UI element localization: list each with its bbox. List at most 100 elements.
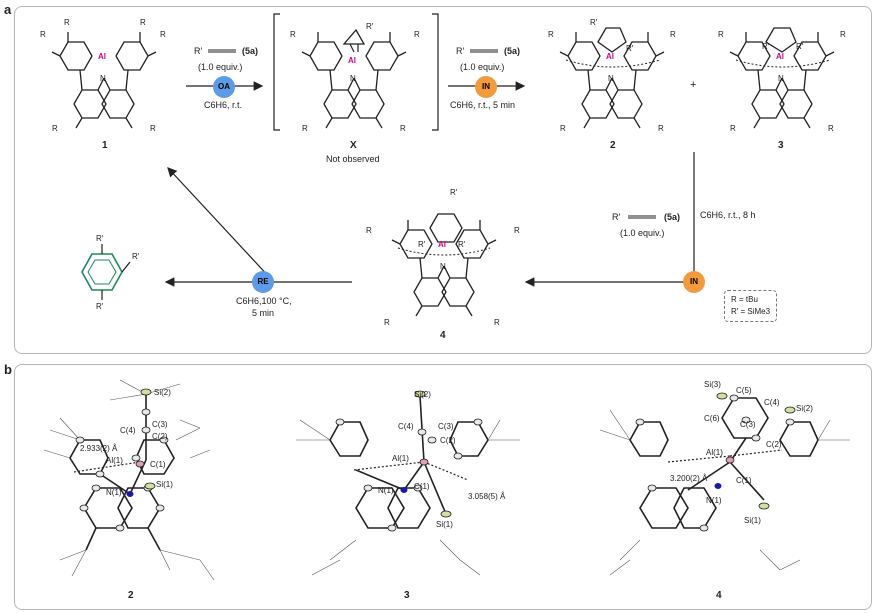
c1-al: Al	[98, 52, 106, 61]
c4-rp3: R′	[458, 240, 466, 249]
reagent-3-ref: (5a)	[664, 212, 681, 222]
s4-al1: Al(1)	[706, 448, 723, 457]
c1-r1: R	[40, 30, 46, 39]
panel-a-label: a	[4, 2, 12, 17]
s2-al1: Al(1)	[106, 456, 123, 465]
c4-r4: R	[494, 318, 500, 327]
cx-r1: R	[290, 30, 296, 39]
c2-al: Al	[606, 52, 614, 61]
reagent-2-equiv: (1.0 equiv.)	[460, 62, 505, 72]
c2-rp1: R′	[590, 18, 598, 27]
c1-r2: R	[64, 18, 70, 27]
condition-4-line1: C6H6,100 °C,	[236, 296, 292, 306]
legend-r: R = tBu	[731, 295, 758, 304]
c3-r1: R	[718, 30, 724, 39]
c4-rp1: R′	[450, 188, 458, 197]
s3-al1: Al(1)	[392, 454, 409, 463]
s2-c1: C(1)	[150, 460, 166, 469]
s3-distance: 3.058(5) Å	[468, 492, 506, 501]
s4-c3: C(3)	[740, 420, 756, 429]
c2-n: N	[608, 74, 614, 83]
badge-in-2: IN	[683, 271, 705, 293]
s3-c2: C(2)	[440, 436, 456, 445]
panel-b-label: b	[4, 362, 12, 377]
c1-r6: R	[150, 124, 156, 133]
c1-r3: R	[140, 18, 146, 27]
plus-sign: +	[690, 79, 697, 91]
s2-c2: C(2)	[152, 432, 168, 441]
label-compound-4: 4	[440, 330, 446, 341]
s2-si2: Si(2)	[154, 388, 171, 397]
badge-in-1: IN	[475, 76, 497, 98]
s3-c4: C(4)	[398, 422, 414, 431]
s3-c3: C(3)	[438, 422, 454, 431]
c3-al: Al	[776, 52, 784, 61]
c4-r3: R	[384, 318, 390, 327]
badge-oa: OA	[213, 76, 235, 98]
c2-r1: R	[548, 30, 554, 39]
s4-c4: C(4)	[764, 398, 780, 407]
c4-r1: R	[366, 226, 372, 235]
label-compound-x: X	[350, 140, 357, 151]
s2-c4: C(4)	[120, 426, 136, 435]
reagent-1-ref: (5a)	[242, 46, 259, 56]
reagent-2: R′	[456, 46, 465, 56]
c3-rp2: R′	[796, 42, 804, 51]
s3-n1: N(1)	[378, 486, 394, 495]
condition-3: C6H6, r.t., 8 h	[700, 210, 756, 220]
badge-re: RE	[252, 271, 274, 293]
c4-r2: R	[514, 226, 520, 235]
c2-r2: R	[670, 30, 676, 39]
c3-r2: R	[840, 30, 846, 39]
reagent-1: R′	[194, 46, 203, 56]
c1-n: N	[100, 74, 106, 83]
condition-4-line2: 5 min	[252, 308, 275, 318]
s4-c2: C(2)	[766, 440, 782, 449]
cx-n: N	[350, 74, 356, 83]
s4-si1: Si(1)	[744, 516, 761, 525]
c3-r4: R	[828, 124, 834, 133]
prod-rp3: R′	[96, 302, 104, 311]
cx-al: Al	[348, 56, 356, 65]
c4-al: Al	[438, 240, 446, 249]
reagent-3-equiv: (1.0 equiv.)	[620, 228, 665, 238]
c2-rp2: R′	[626, 44, 634, 53]
label-structure-2: 2	[128, 590, 134, 601]
c3-r3: R	[730, 124, 736, 133]
c3-rp1: R′	[762, 42, 770, 51]
s3-si2: Si(2)	[414, 390, 431, 399]
s2-distance: 2.933(2) Å	[80, 444, 118, 453]
condition-1: C6H6, r.t.	[204, 100, 243, 110]
label-structure-4: 4	[716, 590, 722, 601]
c1-r5: R	[52, 124, 58, 133]
c2-r4: R	[658, 124, 664, 133]
label-compound-3: 3	[778, 140, 784, 151]
prod-rp1: R′	[96, 234, 104, 243]
s3-c1: C(1)	[414, 482, 430, 491]
s4-c1: C(1)	[736, 476, 752, 485]
reagent-1-equiv: (1.0 equiv.)	[198, 62, 243, 72]
s2-si1: Si(1)	[156, 480, 173, 489]
cx-rp: R′	[366, 22, 374, 31]
s2-n1: N(1)	[106, 488, 122, 497]
s4-distance: 3.200(2) Å	[670, 474, 708, 483]
c3-n: N	[778, 74, 784, 83]
prod-rp2: R′	[132, 252, 140, 261]
label-not-observed: Not observed	[326, 154, 380, 164]
s4-c6: C(6)	[704, 414, 720, 423]
label-compound-1: 1	[102, 140, 108, 151]
c2-r3: R	[560, 124, 566, 133]
reagent-3: R′	[612, 212, 621, 222]
s4-si3: Si(3)	[704, 380, 721, 389]
s4-n1: N(1)	[706, 496, 722, 505]
c1-r4: R	[160, 30, 166, 39]
c4-rp2: R′	[418, 240, 426, 249]
cx-r4: R	[400, 124, 406, 133]
label-compound-2: 2	[610, 140, 616, 151]
cx-r2: R	[414, 30, 420, 39]
label-structure-3: 3	[404, 590, 410, 601]
s2-c3: C(3)	[152, 420, 168, 429]
substituent-legend: R = tBu R′ = SiMe3	[724, 290, 778, 322]
cx-r3: R	[302, 124, 308, 133]
